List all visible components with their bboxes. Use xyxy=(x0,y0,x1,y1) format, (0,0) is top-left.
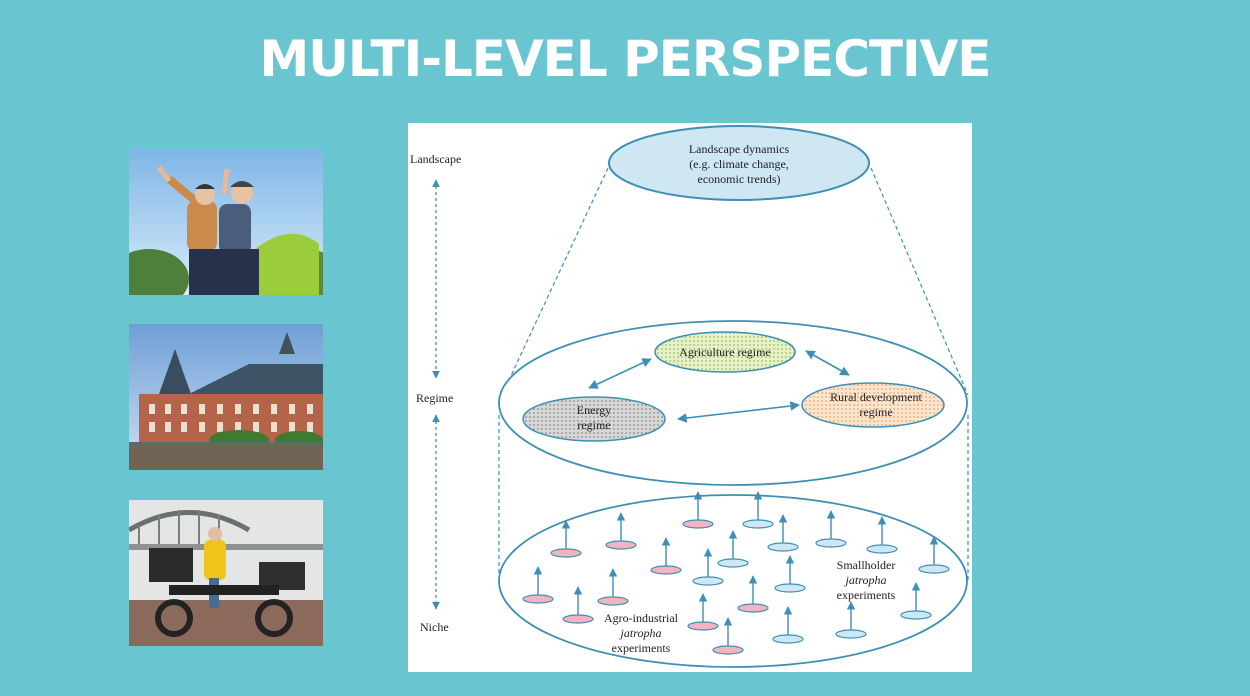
smallholder-label-3: experiments xyxy=(837,588,896,602)
agri-energy-arrow xyxy=(588,358,652,389)
seniors-on-scooter-photo xyxy=(129,149,323,295)
niche-experiment-blue xyxy=(717,530,749,568)
agriculture-regime-ellipse xyxy=(654,331,796,373)
smallholder-label-1: Smallholder xyxy=(837,558,896,572)
landscape-text-3: economic trends) xyxy=(698,172,781,186)
agri-rural-arrow xyxy=(805,350,850,376)
energy-regime-label-2: regime xyxy=(577,418,610,432)
energy-regime-label-1: Energy xyxy=(577,403,611,417)
niche-experiment-pink xyxy=(650,537,682,575)
niche-experiment-pink xyxy=(597,568,629,606)
agro-industrial-label-2: jatropha xyxy=(619,626,662,640)
niche-experiment-pink xyxy=(682,491,714,529)
agro-industrial-label-3: experiments xyxy=(612,641,671,655)
energy-regime-ellipse xyxy=(522,396,666,442)
niche-ellipse xyxy=(498,494,968,668)
level-label-landscape: Landscape xyxy=(410,152,461,166)
niche-experiment-blue xyxy=(900,582,932,620)
level-label-regime: Regime xyxy=(416,391,453,405)
slide-title: MULTI-LEVEL PERSPECTIVE xyxy=(259,30,992,88)
dutch-parliament-building-photo xyxy=(129,324,323,470)
cone-right-upper xyxy=(870,167,969,396)
niche-experiment-blue xyxy=(774,555,806,593)
niche-experiment-blue xyxy=(772,606,804,644)
niche-experiment-pink xyxy=(605,512,637,550)
mlp-diagram-svg: Landscape Regime Niche Landscape dynamic… xyxy=(410,125,969,668)
level-label-niche: Niche xyxy=(420,620,449,634)
mlp-diagram: Landscape Regime Niche Landscape dynamic… xyxy=(408,123,972,672)
niche-experiment-blue xyxy=(918,536,950,574)
niche-experiment-pink xyxy=(737,575,769,613)
smallholder-label-2: jatropha xyxy=(844,573,887,587)
cargo-tricycle-courier-photo xyxy=(129,500,323,646)
niche-experiment-pink xyxy=(562,586,594,624)
landscape-ellipse xyxy=(608,125,870,201)
rural-regime-label-1: Rural development xyxy=(830,390,922,404)
niche-experiment-blue xyxy=(767,514,799,552)
niche-experiment-pink xyxy=(550,520,582,558)
niche-experiment-pink xyxy=(712,617,744,655)
niche-experiment-blue xyxy=(866,516,898,554)
agro-industrial-label-1: Agro-industrial xyxy=(604,611,679,625)
landscape-text-2: (e.g. climate change, xyxy=(689,157,789,171)
niche-experiment-blue xyxy=(692,548,724,586)
niche-experiment-pink xyxy=(687,593,719,631)
niche-experiment-blue xyxy=(742,491,774,529)
niche-experiment-pink xyxy=(522,566,554,604)
rural-regime-ellipse xyxy=(801,382,945,428)
energy-rural-arrow xyxy=(677,401,800,423)
rural-regime-label-2: regime xyxy=(859,405,892,419)
niche-experiment-blue xyxy=(815,510,847,548)
landscape-text-1: Landscape dynamics xyxy=(689,142,790,156)
niche-experiments xyxy=(522,491,950,655)
agriculture-regime-label: Agriculture regime xyxy=(679,345,771,359)
niche-experiment-blue xyxy=(835,601,867,639)
